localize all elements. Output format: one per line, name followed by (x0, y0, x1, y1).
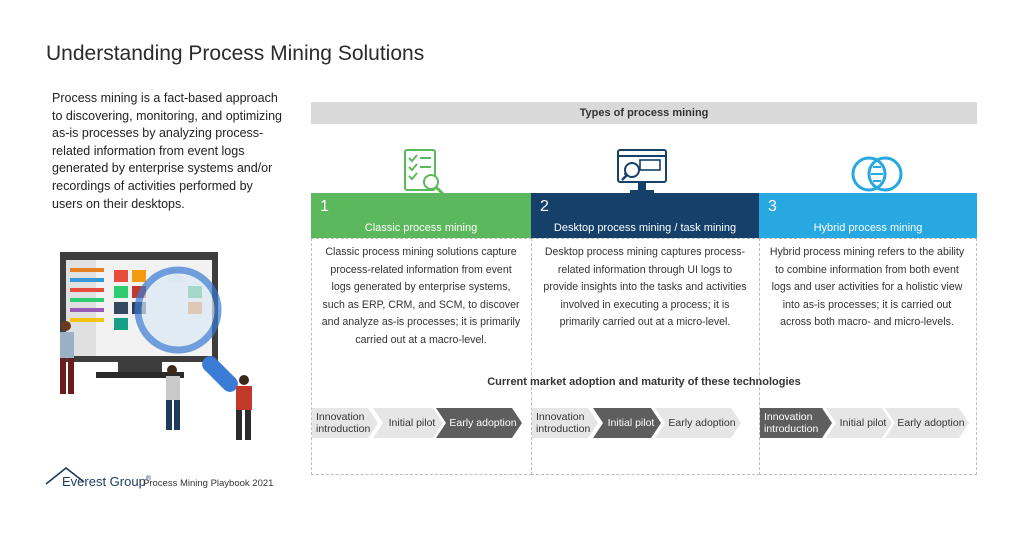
stage-pilot-classic: Initial pilot (373, 408, 443, 438)
stage-label: Early adoption (897, 417, 965, 429)
column-number-2: 2 (540, 198, 549, 215)
stage-early-adoption-desktop: Early adoption (655, 408, 741, 438)
desktop-monitor-magnifier-icon (612, 146, 672, 202)
stage-pilot-desktop: Initial pilot (593, 408, 661, 438)
stage-label: Initial pilot (607, 417, 655, 429)
column-description-hybrid: Hybrid process mining refers to the abil… (769, 246, 965, 328)
checklist-magnifier-icon (393, 146, 453, 202)
column-box-hybrid (759, 238, 977, 475)
column-header-desktop: 2 Desktop process mining / task mining (531, 193, 759, 238)
overlapping-circles-icon (847, 146, 907, 202)
stage-label: Initial pilot (839, 417, 887, 429)
column-header-hybrid: 3 Hybrid process mining (759, 193, 977, 238)
page-title: Understanding Process Mining Solutions (46, 42, 425, 65)
column-description-classic: Classic process mining solutions capture… (321, 246, 521, 346)
column-number-3: 3 (768, 198, 777, 215)
types-header: Types of process mining (311, 102, 977, 124)
column-header-classic: 1 Classic process mining (311, 193, 531, 238)
column-number-1: 1 (320, 198, 329, 215)
brand-mark: ® (145, 475, 151, 483)
stage-pilot-hybrid: Initial pilot (826, 408, 892, 438)
column-description-desktop: Desktop process mining captures process-… (543, 246, 747, 328)
everest-group-logo: Everest Group® (62, 474, 151, 489)
stage-label: Early adoption (668, 417, 736, 429)
column-label-classic: Classic process mining (364, 222, 478, 234)
stage-label: Early adoption (449, 417, 517, 429)
column-label-desktop: Desktop process mining / task mining (553, 222, 737, 234)
everest-logo-roof-icon (44, 462, 154, 492)
stage-innovation-hybrid: Innovation introduction (760, 408, 832, 438)
stage-label: Initial pilot (388, 417, 436, 429)
market-adoption-title: Current market adoption and maturity of … (487, 376, 801, 388)
brand-name: Everest Group (62, 474, 146, 489)
intro-paragraph: Process mining is a fact-based approach … (52, 91, 282, 211)
stage-innovation-desktop: Innovation introduction (532, 408, 598, 438)
stage-early-adoption-classic: Early adoption (436, 408, 522, 438)
illustration-monitor-magnifier (48, 240, 288, 450)
column-label-hybrid: Hybrid process mining (813, 222, 923, 234)
stage-early-adoption-hybrid: Early adoption (885, 408, 969, 438)
stage-label: Innovation introduction (764, 411, 819, 435)
footer-document-title: Process Mining Playbook 2021 (143, 478, 274, 489)
stage-innovation-classic: Innovation introduction (312, 408, 378, 438)
stage-label: Innovation introduction (536, 411, 591, 435)
stage-label: Innovation introduction (316, 411, 371, 435)
